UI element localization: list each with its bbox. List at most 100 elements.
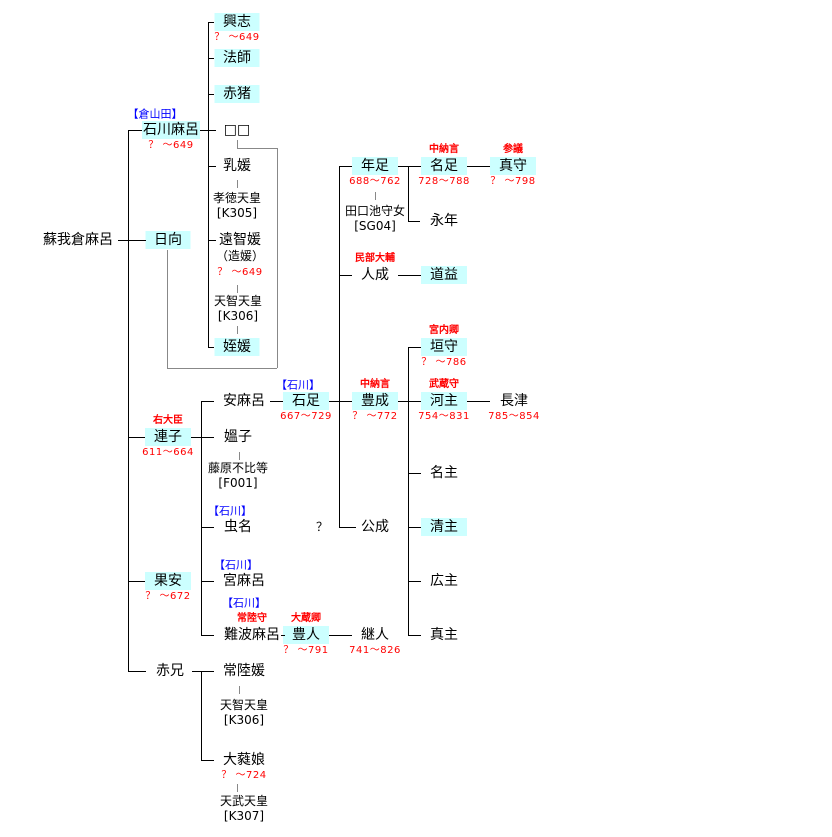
uncertain-mark: ？	[315, 520, 329, 534]
title-label: 中納言	[429, 144, 459, 155]
spouse-code: [K305]	[216, 206, 258, 220]
marriage-connector	[237, 784, 238, 792]
spouse-code: [SG04]	[354, 219, 396, 233]
title-label: 右大臣	[153, 415, 183, 426]
years-label: ？ ～649	[217, 267, 263, 278]
title-label: 大蔵卿	[291, 613, 321, 624]
person-chinohime: 乳媛	[223, 158, 251, 174]
person-ishikawamaro: 石川麻呂	[142, 121, 200, 139]
clan-label: 【石川】	[214, 558, 258, 572]
lineage-connector	[208, 58, 214, 59]
clan-label: 【石川】	[222, 596, 266, 610]
years-label: 741～826	[349, 645, 401, 656]
spouse-name: 天智天皇	[219, 698, 269, 712]
years-label: ？ ～786	[421, 357, 467, 368]
title-label: 民部大輔	[355, 253, 395, 264]
person-yasumaro: 安麻呂	[223, 393, 265, 409]
lineage-connector	[339, 166, 352, 167]
lineage-connector	[128, 437, 145, 438]
person-nanushi: 名主	[430, 465, 458, 481]
years-label: ？ ～772	[352, 411, 398, 422]
lineage-connector	[408, 581, 421, 582]
lineage-connector	[408, 347, 409, 635]
spouse-name: 藤原不比等	[207, 461, 269, 475]
years-label: ？ ～649	[148, 140, 194, 151]
lineage-connector	[208, 22, 209, 347]
lineage-connector	[201, 671, 214, 672]
lineage-connector	[339, 166, 340, 527]
lineage-connector	[201, 635, 214, 636]
person-natari: 名足	[421, 157, 467, 175]
marriage-connector	[167, 250, 168, 368]
marriage-connector	[239, 686, 240, 694]
person-hitachi: 常陸媛	[223, 663, 265, 679]
person-michimasu: 道益	[421, 266, 467, 284]
spouse-code: [K306]	[223, 713, 265, 727]
person-hoshi: 法師	[214, 49, 260, 67]
person-nagatsu: 長津	[500, 393, 528, 409]
person-naniwamaro: 難波麻呂	[224, 627, 280, 643]
title-label: 中納言	[360, 379, 390, 390]
lineage-connector	[467, 166, 490, 167]
lineage-connector	[128, 581, 145, 582]
person-kakimori: 垣守	[421, 338, 467, 356]
lineage-connector	[201, 760, 214, 761]
person-mei: 姪媛	[214, 338, 260, 356]
lineage-connector	[201, 581, 214, 582]
person-kuramaro: 蘇我倉麻呂	[43, 232, 113, 248]
lineage-connector	[408, 347, 421, 348]
marriage-connector	[167, 368, 277, 369]
person-hitonari: 人成	[361, 267, 389, 283]
lineage-connector	[118, 240, 128, 241]
lineage-connector	[201, 437, 214, 438]
lineage-connector	[408, 635, 421, 636]
person-tsuguhito: 継人	[361, 627, 389, 643]
title-label: 宮内卿	[429, 325, 459, 336]
person-kawanushi: 河主	[421, 392, 467, 410]
person-akai: 赤猪	[214, 85, 260, 103]
person-koshi: 興志	[214, 13, 260, 31]
person-kiminari: 公成	[361, 519, 389, 535]
marriage-connector	[237, 148, 277, 149]
lineage-connector	[398, 401, 421, 402]
marriage-connector	[277, 148, 278, 368]
spouse-code: [K307]	[223, 809, 265, 823]
title-label: 参議	[503, 144, 523, 155]
lineage-connector	[128, 240, 146, 241]
person-hironushi: 広主	[430, 573, 458, 589]
lineage-connector	[200, 130, 208, 131]
lineage-connector	[201, 671, 202, 760]
lineage-connector	[128, 130, 142, 131]
years-label: ？ ～724	[221, 770, 267, 781]
person-kiyonushi: 清主	[421, 518, 467, 536]
years-label: ？ ～649	[214, 32, 260, 43]
person-toyonari: 豊成	[352, 392, 398, 410]
lineage-connector	[191, 437, 201, 438]
marriage-connector	[237, 180, 238, 188]
spouse-code: [K306]	[217, 309, 259, 323]
lineage-connector	[398, 166, 421, 167]
years-label: ？ ～791	[283, 645, 329, 656]
alias-label: （造媛）	[215, 249, 265, 263]
person-toshitari: 年足	[352, 157, 398, 175]
person-unknown: □□	[223, 122, 251, 138]
years-label: 611～664	[142, 447, 194, 458]
person-onu: 大蕤娘	[223, 752, 265, 768]
lineage-connector	[128, 671, 146, 672]
marriage-connector	[237, 326, 238, 334]
marriage-connector	[237, 285, 238, 293]
person-hatayasu: 果安	[145, 572, 191, 590]
person-murajiko: 連子	[145, 428, 191, 446]
person-toyohito: 豊人	[283, 626, 329, 644]
lineage-connector	[281, 635, 285, 636]
years-label: 754～831	[418, 411, 470, 422]
lineage-connector	[208, 22, 214, 23]
marriage-connector	[237, 140, 238, 148]
lineage-connector	[208, 166, 216, 167]
lineage-connector	[398, 275, 421, 276]
lineage-connector	[339, 527, 356, 528]
years-label: ？ ～672	[145, 591, 191, 602]
lineage-connector	[201, 527, 214, 528]
lineage-connector	[408, 166, 409, 221]
